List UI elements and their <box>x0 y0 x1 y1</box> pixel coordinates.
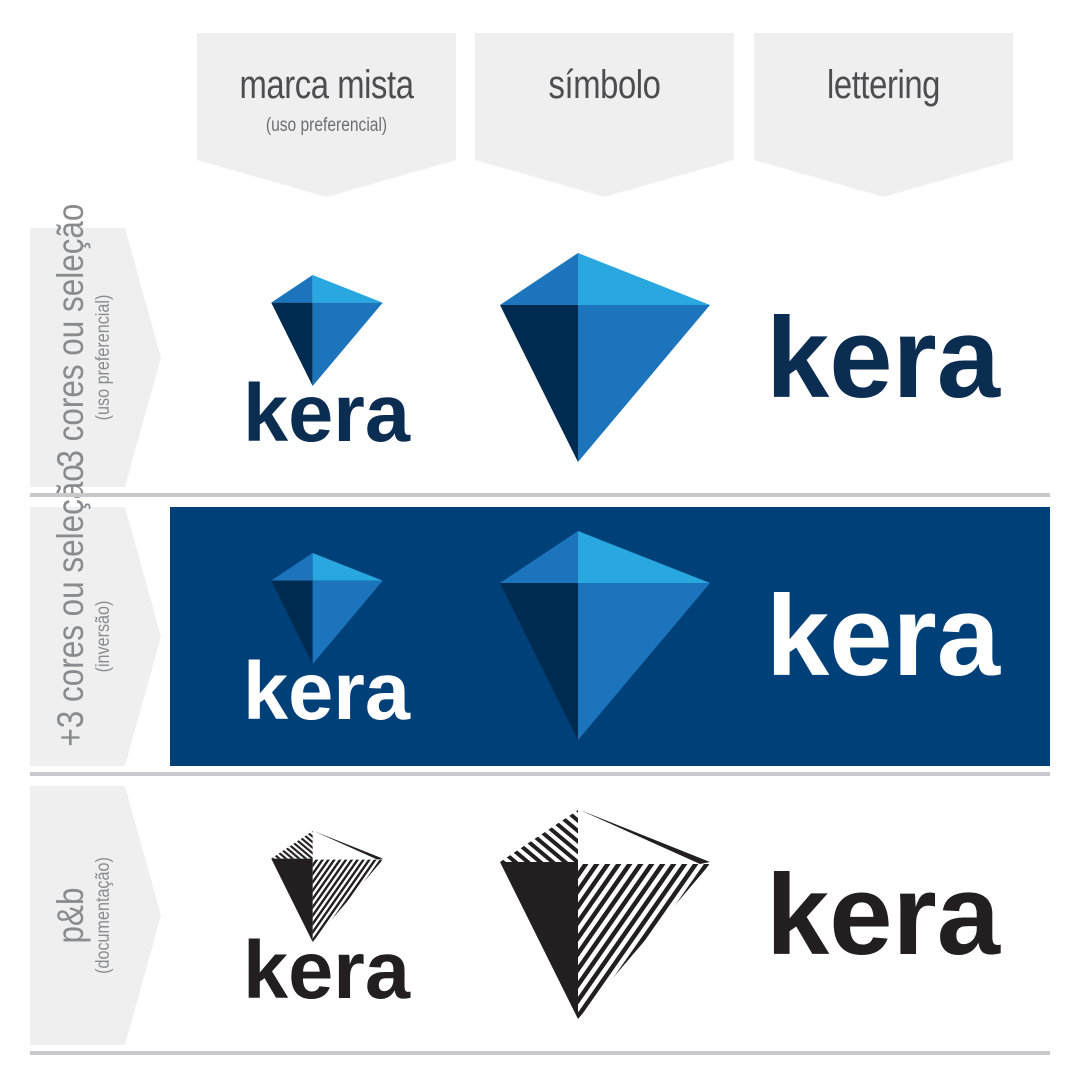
row-title: +3 cores ou seleção <box>50 464 91 747</box>
header-arrow-shape <box>197 33 456 197</box>
row-divider <box>30 1051 1050 1055</box>
kera-lettering: kera <box>766 573 1002 700</box>
row-title: 3 cores ou seleção <box>50 203 91 468</box>
header-arrow-shape <box>754 33 1013 197</box>
kera-lettering: kera <box>766 295 1002 422</box>
gem-symbol-large <box>500 253 710 462</box>
svg-text:kera: kera <box>766 573 1002 700</box>
kera-lettering: kera <box>766 852 1002 979</box>
column-header-simbolo: símbolo <box>475 33 734 197</box>
row-label-pb: p&b (documentação) <box>30 786 161 1045</box>
gem-symbol-large <box>500 531 710 740</box>
column-subtitle: (uso preferencial) <box>265 115 388 136</box>
row-arrow-shape <box>30 507 161 766</box>
kera-wordmark: kera <box>243 646 411 737</box>
kera-wordmark: kera <box>243 368 411 459</box>
header-arrow-shape <box>475 33 734 197</box>
row-arrow-shape <box>30 786 161 1045</box>
row-label-3-cores: 3 cores ou seleção (uso preferencial) <box>30 203 161 487</box>
row-title: p&b <box>50 887 91 944</box>
kera-wordmark: kera <box>243 925 411 1016</box>
column-title: lettering <box>826 63 941 107</box>
svg-text:kera: kera <box>766 852 1002 979</box>
row-subtitle: (inversão) <box>93 600 114 673</box>
row-label-mais-3-cores: +3 cores ou seleção (inversão) <box>30 464 161 766</box>
row-subtitle: (uso preferencial) <box>93 294 114 421</box>
column-title: símbolo <box>548 63 661 107</box>
row-divider <box>30 772 1050 776</box>
svg-text:kera: kera <box>243 368 411 459</box>
column-header-lettering: lettering <box>754 33 1013 197</box>
svg-text:kera: kera <box>243 646 411 737</box>
svg-text:kera: kera <box>766 295 1002 422</box>
column-header-marca-mista: marca mista (uso preferencial) <box>197 33 456 197</box>
row-subtitle: (documentação) <box>93 857 114 974</box>
gem-symbol-large-bw <box>500 810 710 1019</box>
row-divider <box>30 493 1050 497</box>
column-title: marca mista <box>239 63 414 107</box>
svg-text:kera: kera <box>243 925 411 1016</box>
row-arrow-shape <box>30 228 161 487</box>
